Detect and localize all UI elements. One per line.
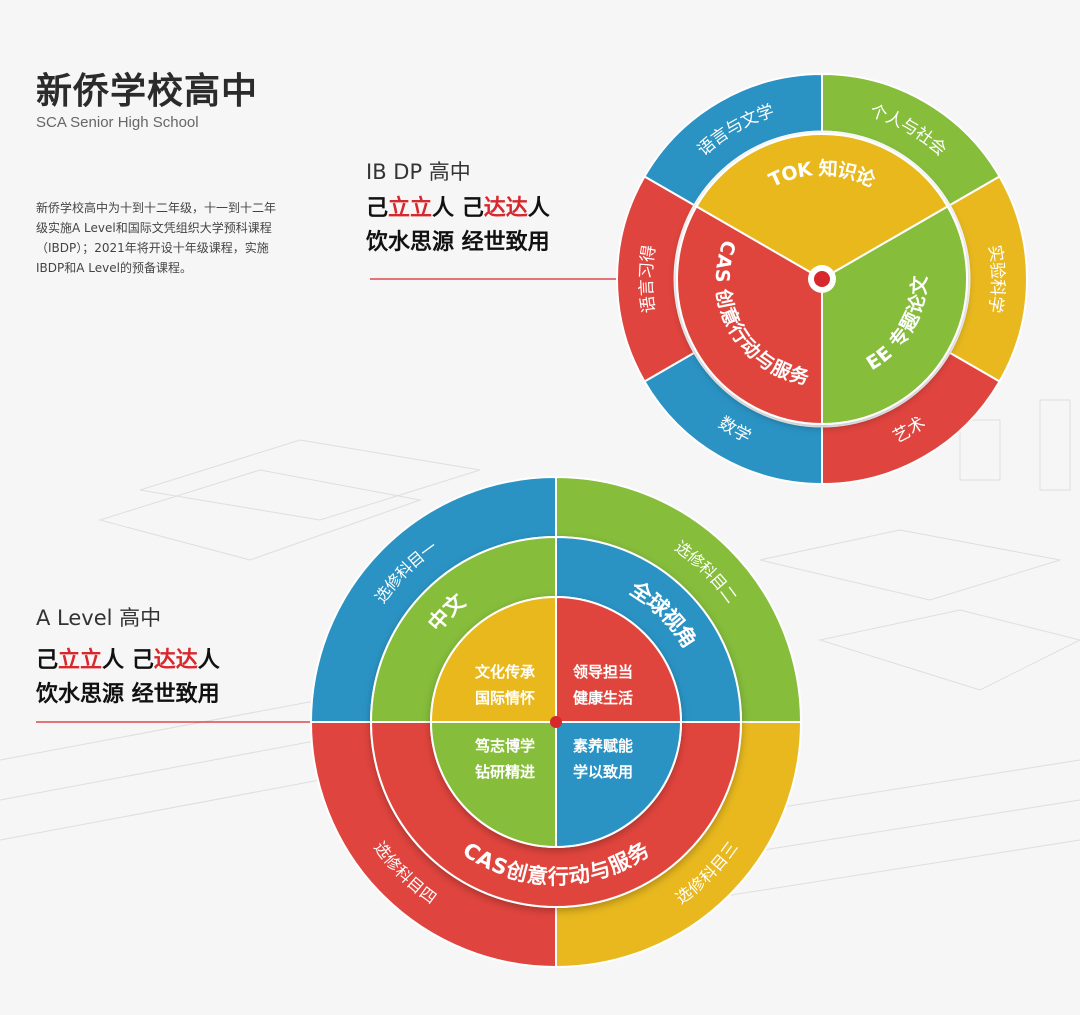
ibdp-wheel: 语言与文学个人与社会实验科学艺术数学语言习得TOK 知识论EE 专题论文CAS … xyxy=(616,72,1028,486)
alevel-inner-label: 学以致用 xyxy=(573,763,633,781)
alevel-wheel: 选修科目一选修科目二选修科目三选修科目四中文全球视角CAS创意行动与服务文化传承… xyxy=(309,475,803,969)
alevel-inner-label: 文化传承 xyxy=(475,663,535,681)
alevel-inner-label: 领导担当 xyxy=(572,663,633,681)
page-subtitle: SCA Senior High School xyxy=(36,114,199,131)
intro-text: 新侨学校高中为十到十二年级，十一到十二年级实施A Level和国际文凭组织大学预… xyxy=(36,201,277,275)
alevel-inner-label: 笃志博学 xyxy=(474,737,535,755)
ibdp-motto-line2: 饮水思源 经世致用 xyxy=(366,230,550,255)
alevel-inner-sector xyxy=(429,721,557,849)
ibdp-ring-divider xyxy=(673,130,971,428)
ibdp-motto: 己立立人 己达达人 饮水思源 经世致用 xyxy=(366,192,550,260)
ibdp-motto-line1: 己立立人 己达达人 xyxy=(366,196,550,221)
alevel-motto: 己立立人 己达达人 饮水思源 经世致用 xyxy=(36,644,220,712)
page-title: 新侨学校高中 xyxy=(36,71,259,112)
alevel-motto-line1: 己立立人 己达达人 xyxy=(36,648,220,673)
alevel-inner-sector xyxy=(429,595,557,723)
alevel-inner-label: 国际情怀 xyxy=(475,689,535,707)
alevel-inner-sector xyxy=(555,721,683,849)
alevel-inner-sector xyxy=(555,595,683,723)
ibdp-core-sector xyxy=(821,205,968,426)
alevel-center-dot xyxy=(550,716,562,728)
alevel-motto-line2: 饮水思源 经世致用 xyxy=(36,682,220,707)
ibdp-core-sector xyxy=(676,205,823,426)
ibdp-center-dot xyxy=(814,271,830,287)
alevel-inner-label: 健康生活 xyxy=(573,689,633,707)
ibdp-title: IB DP 高中 xyxy=(366,160,471,184)
alevel-inner-label: 素养赋能 xyxy=(573,737,633,755)
alevel-title: A Level 高中 xyxy=(36,606,162,630)
alevel-inner-label: 钻研精进 xyxy=(475,763,535,781)
ibdp-core-sector xyxy=(695,133,949,281)
